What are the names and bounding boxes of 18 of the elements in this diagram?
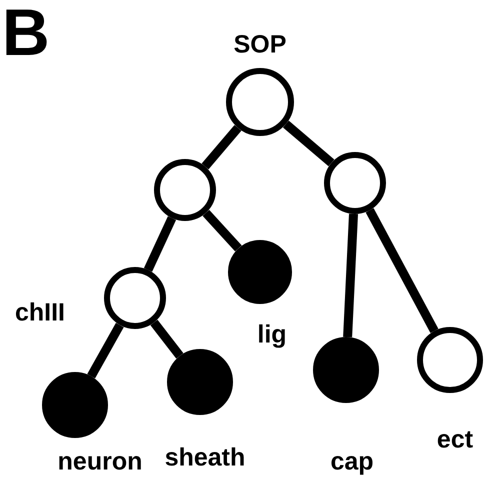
connector-line: [144, 216, 176, 272]
connector-line: [366, 208, 438, 334]
open-cell-circle: [154, 159, 216, 221]
cell-label: lig: [257, 320, 287, 350]
connector-line: [87, 322, 124, 378]
connector-line: [282, 120, 334, 166]
connector-line: [202, 124, 242, 170]
panel-letter: B: [2, 0, 50, 70]
cell-label: SOP: [234, 30, 286, 60]
cell-label: ect: [436, 426, 474, 454]
cell-label: sheath: [164, 444, 246, 472]
connector-line: [343, 214, 358, 338]
open-cell-circle: [324, 152, 386, 214]
cell-label: neuron: [58, 448, 142, 476]
connector-line: [150, 320, 184, 359]
cell-label: cap: [330, 448, 374, 476]
cell-label: chIII: [15, 298, 65, 328]
connector-line: [202, 210, 242, 252]
